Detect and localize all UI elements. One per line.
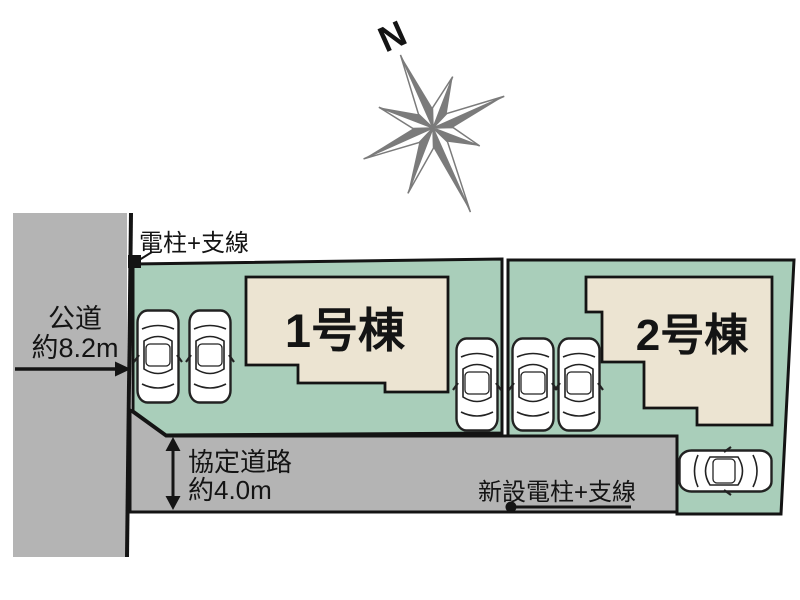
agreement-road-width: 約4.0m [188,475,272,505]
agreement-road-arrow [165,437,181,510]
house-2-label: 2号棟 [636,311,749,360]
utility-pole-label: 電柱+支線 [139,230,249,257]
compass-north-label: N [372,12,412,60]
house-2-footprint [584,275,774,427]
car-icon [553,337,605,432]
car-icon [678,445,773,497]
car-icon [451,337,503,432]
road-boundary-line [125,212,133,558]
agreement-road-label: 協定道路 [188,447,292,477]
car-icon [507,337,559,432]
new-utility-pole-label: 新設電柱+支線 [478,479,636,506]
house-1-label: 1号棟 [285,304,406,357]
utility-pole-marker [128,255,141,268]
public-road-arrow [15,361,131,377]
car-icon [132,309,184,404]
public-road-area [13,213,127,557]
car-icon [184,309,236,404]
public-road-width: 約8.2m [31,333,118,363]
compass-rose-icon: N [363,12,505,213]
house-1-footprint [244,275,450,394]
public-road-label: 公道 [48,304,102,334]
